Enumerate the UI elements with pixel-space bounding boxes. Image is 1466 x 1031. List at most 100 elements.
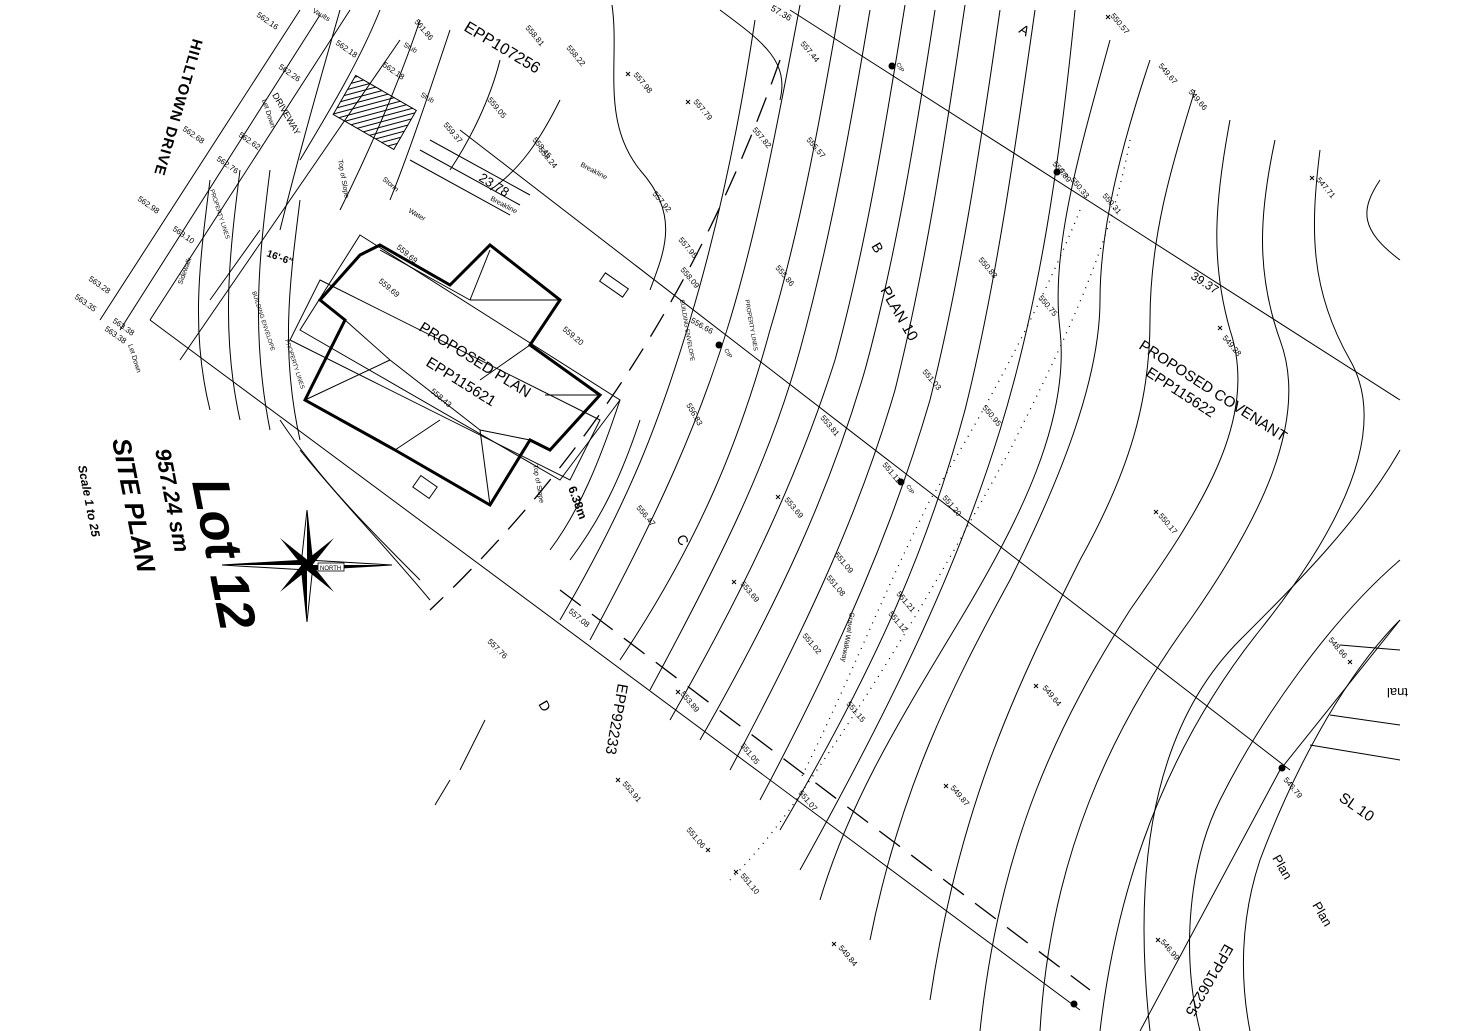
elev-label: 562.68 xyxy=(181,124,207,146)
elev-label: 557.08 xyxy=(567,607,592,630)
note-cip-4: CIP xyxy=(904,484,914,496)
elev-label: 549.87 xyxy=(948,784,971,809)
elev-label: 551.03 xyxy=(920,368,943,393)
elev-label: 551.20 xyxy=(940,494,963,519)
note-cip-3: CIP xyxy=(722,348,732,360)
elev-label: 551.02 xyxy=(800,632,823,657)
elev-label: 563.10 xyxy=(171,224,197,246)
elev-label: 547.71 xyxy=(1314,176,1337,201)
north-label: NORTH xyxy=(320,566,341,572)
scale-label: Scale 1 to 25 xyxy=(75,464,103,538)
elev-label: 558.09 xyxy=(678,266,701,291)
elev-label: 550.75 xyxy=(1036,294,1059,319)
elevation-labels: 562.16 562.18 562.26 562.62 562.68 562.7… xyxy=(73,10,1350,968)
elev-label: 553.69 xyxy=(782,496,805,521)
elev-label: 557.79 xyxy=(691,98,714,123)
elev-label: 551.11 xyxy=(880,461,903,485)
letter-c: C xyxy=(673,532,692,549)
elev-label: 562.62 xyxy=(237,130,263,152)
elev-label: 551.12 xyxy=(886,610,909,635)
elev-label: 551.10 xyxy=(738,872,761,897)
elev-label: 546.99 xyxy=(1158,938,1181,963)
elev-label: 562.16 xyxy=(255,10,281,32)
property-lines xyxy=(99,9,1401,1031)
note-driveway: DRIVEWAY xyxy=(270,91,302,137)
elev-label: 559.69 xyxy=(377,277,402,300)
dim-16-6: 16'-6" xyxy=(265,248,295,268)
elev-label: 551.07 xyxy=(796,789,819,814)
elev-label: 551.05 xyxy=(738,742,761,767)
elev-label: 550.95 xyxy=(980,404,1003,429)
note-cip-1: CIP xyxy=(894,62,904,74)
lot-number: Lot 12 xyxy=(180,473,266,634)
elev-label: 562.26 xyxy=(277,62,303,84)
elev-label: 557.76 xyxy=(486,637,510,661)
note-let-down-2: Let Down xyxy=(126,343,142,373)
elev-label: 549.67 xyxy=(1156,62,1179,87)
dim-39-37: 39.37 xyxy=(1188,269,1221,297)
elev-label: 562.98 xyxy=(136,194,162,216)
note-water: Water xyxy=(407,208,427,224)
elev-label: 553.89 xyxy=(678,690,701,715)
elev-label: 557.98 xyxy=(631,71,654,96)
dashed-lines xyxy=(429,59,1131,991)
note-cip-2: CIP xyxy=(1058,168,1068,180)
note-storm: Storm xyxy=(381,176,400,193)
elev-label: 559.20 xyxy=(561,325,586,348)
note-vaults: Vaults xyxy=(311,8,331,24)
letter-d: D xyxy=(535,698,554,715)
elev-label: 557.92 xyxy=(650,190,673,215)
title-block: Lot 12 957.24 sm SITE PLAN Scale 1 to 25 xyxy=(75,435,266,634)
spot-markers xyxy=(615,14,1353,947)
note-building-envelope-1: BUILDING ENVELOPE xyxy=(250,291,275,352)
elev-label: 548.66 xyxy=(1326,636,1349,661)
elev-label: 546.79 xyxy=(1281,776,1304,801)
elev-label: 555.86 xyxy=(773,264,796,289)
note-sidewalk: Sidewalk xyxy=(177,256,193,285)
plan-proposed-covenant: PROPOSED COVENANT xyxy=(1136,337,1290,445)
plan-labels: EPP107256 PROPOSED PLAN EPP115621 PROPOS… xyxy=(416,19,1408,1019)
plan-sl10: SL 10 xyxy=(1336,789,1377,825)
north-arrow-icon: NORTH xyxy=(221,509,393,623)
elev-label: 550.83 xyxy=(976,256,999,281)
plan-label-b: Plan xyxy=(1309,899,1335,929)
area-letters: A B C D xyxy=(535,21,1033,715)
elev-label: 549.66 xyxy=(1186,88,1209,113)
elev-label: 550.17 xyxy=(1156,512,1179,537)
elev-label: 556.47 xyxy=(634,504,657,529)
plan-epp92233: EPP92233 xyxy=(602,682,631,756)
dim-57-36: 57.36 xyxy=(769,3,794,23)
note-let-down-1: Let Down xyxy=(260,98,276,128)
elev-label: 556.66 xyxy=(689,316,715,336)
letter-b: B xyxy=(868,240,887,256)
elev-label: 556.83 xyxy=(684,402,704,428)
elev-label: 551.15 xyxy=(844,700,867,725)
elev-label: 557.82 xyxy=(750,126,773,151)
dim-6-38m: 6.38m xyxy=(565,484,590,521)
elev-label: 561.86 xyxy=(412,18,435,43)
elev-label: 562.18 xyxy=(381,60,407,82)
note-property-lines-3: PROPERTY LINES xyxy=(743,299,758,351)
elev-label: 553.69 xyxy=(738,580,761,605)
note-stub-1: Stub xyxy=(402,42,418,55)
note-gravel-walkway: Gravel Walkway xyxy=(839,612,855,663)
elev-label: 559.05 xyxy=(485,96,508,121)
elev-label: 553.91 xyxy=(620,780,643,805)
plan-label-a: Plan xyxy=(1269,852,1295,882)
elev-label: 557.44 xyxy=(798,40,821,65)
elev-label: 559.37 xyxy=(441,121,464,146)
note-breakline-1: Breakline xyxy=(579,162,608,182)
elev-label: 558.22 xyxy=(564,44,587,69)
elev-label: 563.35 xyxy=(73,292,99,314)
dim-23-78: 23.78 xyxy=(476,170,512,200)
elev-label: 557.95 xyxy=(676,236,699,261)
elev-label: 551.09 xyxy=(832,551,855,576)
elev-label: 551.08 xyxy=(824,574,847,599)
elev-label: 553.81 xyxy=(818,414,841,439)
plan-10: PLAN 10 xyxy=(877,284,922,345)
elev-label: 549.84 xyxy=(836,944,859,969)
contour-lines xyxy=(197,4,1401,1031)
elev-label: 550.57 xyxy=(1108,12,1131,37)
elev-label: 562.76 xyxy=(215,154,241,176)
